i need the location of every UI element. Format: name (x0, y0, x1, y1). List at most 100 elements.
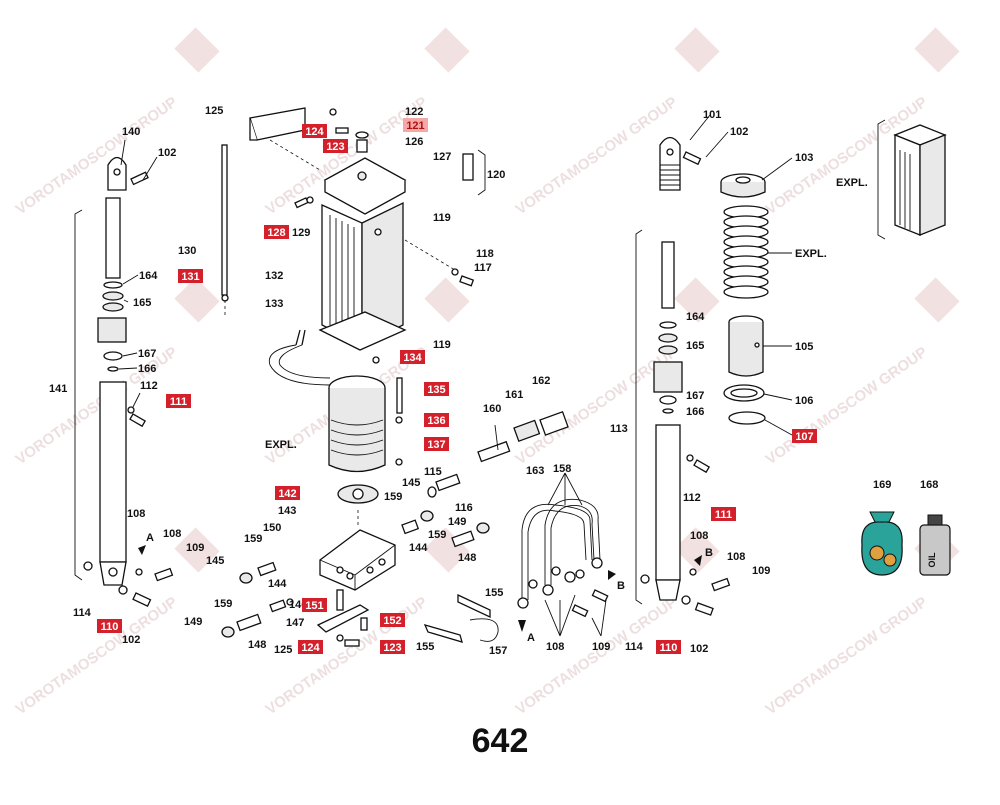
hose-158b (544, 498, 601, 585)
bolt-109-left (154, 567, 174, 582)
seal-164-right (659, 321, 677, 329)
label-123: 123 (383, 642, 401, 654)
label-bg-110 (656, 640, 681, 654)
cartridge-162 (539, 410, 569, 436)
label-bg-123 (323, 139, 348, 153)
oring-166-right (662, 408, 674, 414)
washer-112-left (127, 406, 135, 414)
label-155: 155 (416, 641, 434, 653)
fitting-145-left (239, 572, 253, 584)
watermark-text: VOROTAMOSCOW GROUP (513, 94, 681, 219)
sleeve-hole (754, 342, 760, 348)
seal-164-left (103, 281, 123, 289)
bolt-109-right (711, 577, 731, 592)
label-124: 124 (301, 642, 320, 654)
inset-ribs (899, 150, 911, 230)
label-144: 144 (409, 542, 428, 554)
watermark-logo (424, 27, 470, 73)
label-162: 162 (532, 375, 550, 387)
watermark-logo (674, 527, 720, 573)
rod-end-thread (660, 164, 680, 186)
hose-washer-3 (575, 569, 585, 579)
tank-ribs (329, 215, 355, 337)
label-bg-124 (302, 124, 327, 138)
washer-165a-right (658, 333, 678, 343)
label-114: 114 (625, 641, 644, 653)
label-123: 123 (326, 141, 344, 153)
hose-set-158 (517, 472, 616, 637)
label-115: 115 (424, 466, 442, 478)
label-129: 129 (292, 227, 310, 239)
label-108: 108 (163, 528, 181, 540)
page-number: 642 (472, 722, 529, 760)
label-134: 134 (403, 352, 422, 364)
washer-112-right (686, 454, 694, 462)
label-bg-111 (711, 507, 736, 521)
marker-A: A (527, 632, 535, 644)
snap-ring-107 (728, 411, 766, 425)
base-hole-left (108, 567, 118, 577)
washer-165b-right (658, 345, 678, 355)
cylinder-tube-left (99, 381, 127, 563)
fitting-148-right (451, 530, 475, 548)
label-103: 103 (795, 152, 813, 164)
rod-end-hole (666, 148, 674, 156)
label-120: 120 (487, 169, 505, 181)
label-167: 167 (686, 390, 704, 402)
fitting-115 (435, 473, 461, 492)
label-126: 126 (405, 136, 423, 148)
label-bg-123 (380, 640, 405, 654)
watermark-text: VOROTAMOSCOW GROUP (513, 594, 681, 719)
leader-166 (118, 367, 138, 370)
valve-block-150 (319, 529, 396, 591)
label-109: 109 (592, 641, 610, 653)
label-168: 168 (920, 479, 938, 491)
watermark-text: VOROTAMOSCOW GROUP (763, 594, 931, 719)
bolt-120 (462, 153, 474, 181)
part-labels: 140 102 164 165 167 166 141 112 108 A 10… (49, 105, 938, 657)
cylinder-base-right (655, 579, 681, 601)
bolt-102-bottom-left (132, 592, 152, 607)
label-bg-124 (298, 640, 323, 654)
arrow-B-right (694, 555, 702, 566)
port-3 (366, 566, 374, 574)
label-bg-152 (380, 613, 405, 627)
bolt-109-centre-2 (591, 589, 609, 603)
spring-cap-103-body (720, 182, 766, 198)
label-158: 158 (553, 463, 571, 475)
kit-ring (869, 545, 885, 561)
label-133: 133 (265, 298, 283, 310)
label-142: 142 (278, 488, 296, 500)
label-121: 121 (406, 120, 424, 132)
label-102: 102 (158, 147, 176, 159)
fitting-159-centre (401, 519, 420, 535)
label-159: 159 (384, 491, 402, 503)
label-114: 114 (73, 607, 92, 619)
valve-body-163 (477, 440, 511, 463)
label-bg-151 (302, 598, 327, 612)
washer-118 (451, 268, 459, 276)
label-109: 109 (186, 542, 204, 554)
tank-port (374, 228, 382, 236)
port-2 (346, 572, 354, 580)
leader-101 (689, 114, 711, 141)
bracket-141 (74, 209, 83, 581)
hose-washer-2 (551, 566, 561, 576)
label-107: 107 (795, 431, 813, 443)
label-164: 164 (686, 311, 705, 323)
label-151: 151 (305, 600, 323, 612)
motor-body (328, 388, 386, 473)
label-119: 119 (433, 339, 451, 351)
label-127: 127 (433, 151, 451, 163)
cartridge-161 (513, 419, 541, 442)
watermark-text: VOROTAMOSCOW GROUP (763, 344, 931, 469)
label-169: 169 (873, 479, 891, 491)
plug-122 (356, 139, 368, 153)
label-110: 110 (660, 642, 678, 654)
label-166: 166 (138, 363, 156, 375)
bolt-102-bottom-right (694, 602, 714, 616)
oring-167-right (659, 395, 677, 405)
label-bg-128 (264, 225, 289, 239)
leader-167 (122, 352, 138, 357)
